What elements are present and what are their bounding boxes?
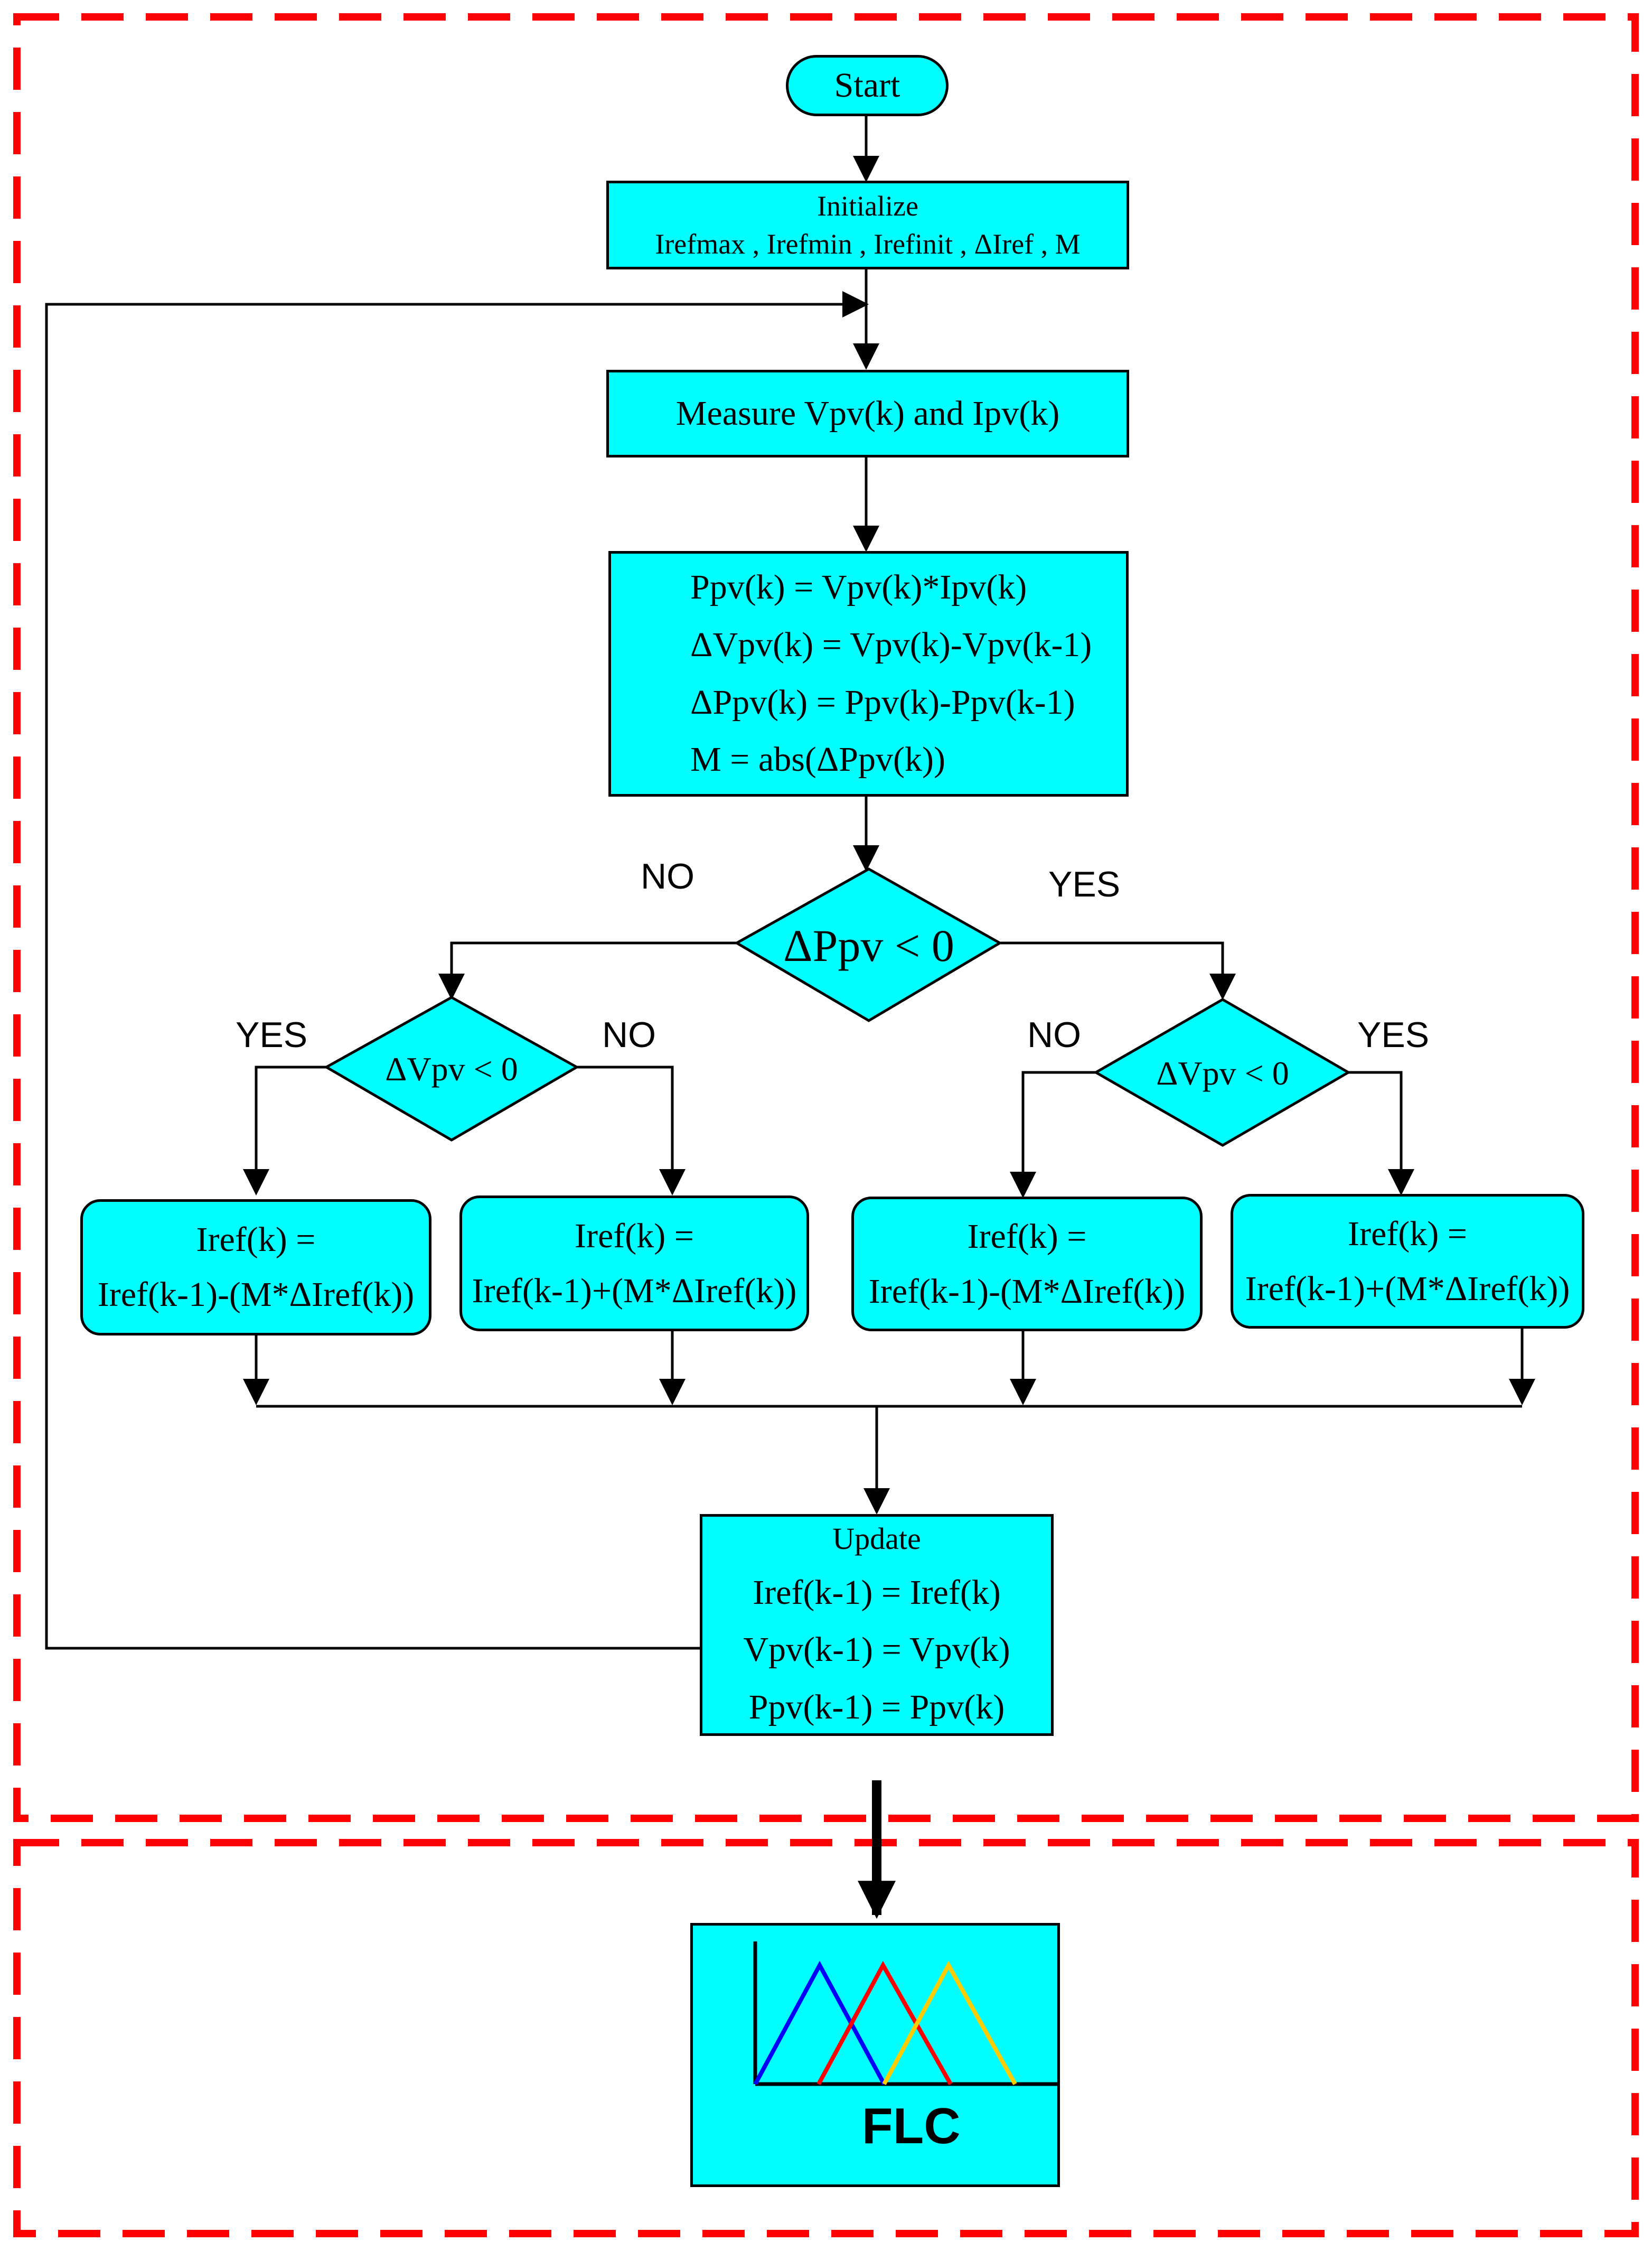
action-1-line-2: Iref(k-1)-(M*ΔIref(k)) [97,1275,415,1314]
flc-frame [13,1839,1639,2237]
update-line-1: Iref(k-1) = Iref(k) [753,1573,1001,1612]
action-box-1: Iref(k) = Iref(k-1)-(M*ΔIref(k)) [80,1199,431,1335]
action-2-line-1: Iref(k) = [575,1216,694,1255]
decision-left-text: ΔVpv < 0 [385,1050,518,1088]
action-box-4: Iref(k) = Iref(k-1)+(M*ΔIref(k)) [1231,1194,1584,1329]
membership-triangle-blue [753,1960,886,2085]
initialize-params: Irefmax , Irefmin , Irefinit , ΔIref , M [655,228,1081,260]
update-title: Update [832,1521,921,1556]
label-main-no: NO [641,856,694,896]
branch-left-no [577,1066,686,1195]
measure-box: Measure Vpv(k) and Ipv(k) [606,370,1129,457]
decision-main-shape [734,867,1002,1022]
branch-main-yes [1000,941,1236,1000]
membership-triangle-red [816,1960,953,2085]
algorithm-frame [13,13,1639,1822]
action-2-line-2: Iref(k-1)+(M*ΔIref(k)) [472,1271,797,1310]
membership-triangle-yellow [882,1960,1017,2085]
compute-line-1: Ppv(k) = Vpv(k)*Ipv(k) [690,567,1027,606]
action-4-line-1: Iref(k) = [1348,1214,1467,1253]
label-main-yes: YES [1048,864,1121,904]
compute-line-2: ΔVpv(k) = Vpv(k)-Vpv(k-1) [690,625,1092,664]
action-box-3: Iref(k) = Iref(k-1)-(M*ΔIref(k)) [851,1197,1203,1331]
decision-left-shape [323,996,580,1142]
flc-box: FLC [690,1923,1060,2187]
action-3-line-1: Iref(k) = [967,1217,1087,1256]
measure-label: Measure Vpv(k) and Ipv(k) [675,394,1060,433]
flc-label: FLC [862,2098,961,2154]
compute-line-3: ΔPpv(k) = Ppv(k)-Ppv(k-1) [690,683,1075,722]
label-right-yes: YES [1357,1015,1430,1055]
start-terminal: Start [786,55,949,116]
decision-right-shape [1093,998,1351,1147]
compute-line-4: M = abs(ΔPpv(k)) [690,740,945,779]
decision-main-text: ΔPpv < 0 [783,920,954,971]
label-left-yes: YES [236,1015,308,1055]
label-right-no: NO [1027,1015,1081,1055]
initialize-title: Initialize [817,190,918,222]
label-left-no: NO [602,1015,656,1055]
branch-left-yes [243,1066,326,1195]
branch-right-no [1010,1071,1096,1198]
update-line-3: Ppv(k-1) = Ppv(k) [748,1688,1005,1727]
compute-box: Ppv(k) = Vpv(k)*Ipv(k) ΔVpv(k) = Vpv(k)-… [608,551,1129,797]
update-line-2: Vpv(k-1) = Vpv(k) [743,1630,1010,1669]
action-3-line-2: Iref(k-1)-(M*ΔIref(k)) [868,1272,1186,1311]
action-box-2: Iref(k) = Iref(k-1)+(M*ΔIref(k)) [459,1195,809,1331]
branch-main-no [438,941,737,1000]
branch-right-yes [1348,1071,1414,1195]
decision-right-text: ΔVpv < 0 [1156,1054,1289,1092]
initialize-box: Initialize Irefmax , Irefmin , Irefinit … [606,181,1129,269]
update-box: Update Iref(k-1) = Iref(k) Vpv(k-1) = Vp… [700,1514,1054,1736]
start-label: Start [834,66,900,105]
feedback-loop [45,291,869,1650]
action-1-line-1: Iref(k) = [196,1220,316,1259]
membership-functions-graphic [753,1941,1057,2086]
action-4-line-2: Iref(k-1)+(M*ΔIref(k)) [1245,1269,1570,1308]
